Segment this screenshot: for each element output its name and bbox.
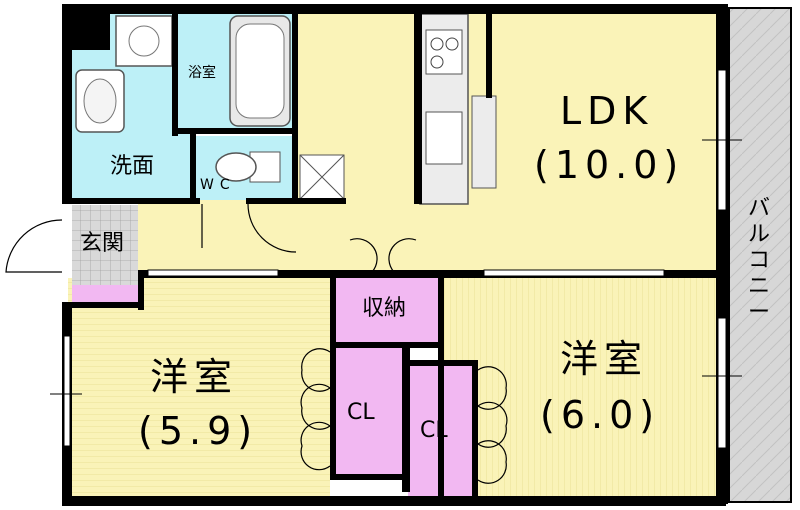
balcony-area: [728, 7, 792, 503]
room-size-western-left: (5.9): [138, 409, 259, 453]
room-label-closet-right: CL: [420, 418, 448, 443]
room-label-storage: 収納: [362, 296, 407, 321]
western-left-floor: [68, 278, 330, 496]
room-size-ldk: (10.0): [534, 143, 685, 187]
room-label-ldk: LDK: [560, 89, 654, 133]
washer-icon: [115, 15, 173, 67]
sink-icon: [425, 111, 463, 165]
western-right-floor: [444, 278, 720, 496]
room-label-western-left: 洋室: [150, 355, 239, 399]
room-label-bath: 浴室: [188, 65, 216, 81]
entrance-floor: [72, 205, 138, 285]
closet-left-floor: [334, 344, 404, 478]
storage-floor: [334, 278, 442, 344]
doors: [5, 203, 508, 484]
room-label-wc: WC: [200, 177, 236, 193]
room-label-entrance: 玄関: [80, 231, 125, 256]
stove-icon: [425, 29, 463, 75]
room-label-washroom: 洗面: [110, 154, 155, 179]
hall-floor: [138, 200, 308, 272]
room-label-balcony: バルコニー: [748, 196, 771, 325]
room-label-closet-left: CL: [347, 400, 375, 425]
ldk-floor: [295, 12, 720, 272]
shoe-box: [72, 285, 138, 305]
room-size-western-right: (6.0): [540, 393, 661, 437]
room-label-western-right: 洋室: [560, 337, 649, 381]
